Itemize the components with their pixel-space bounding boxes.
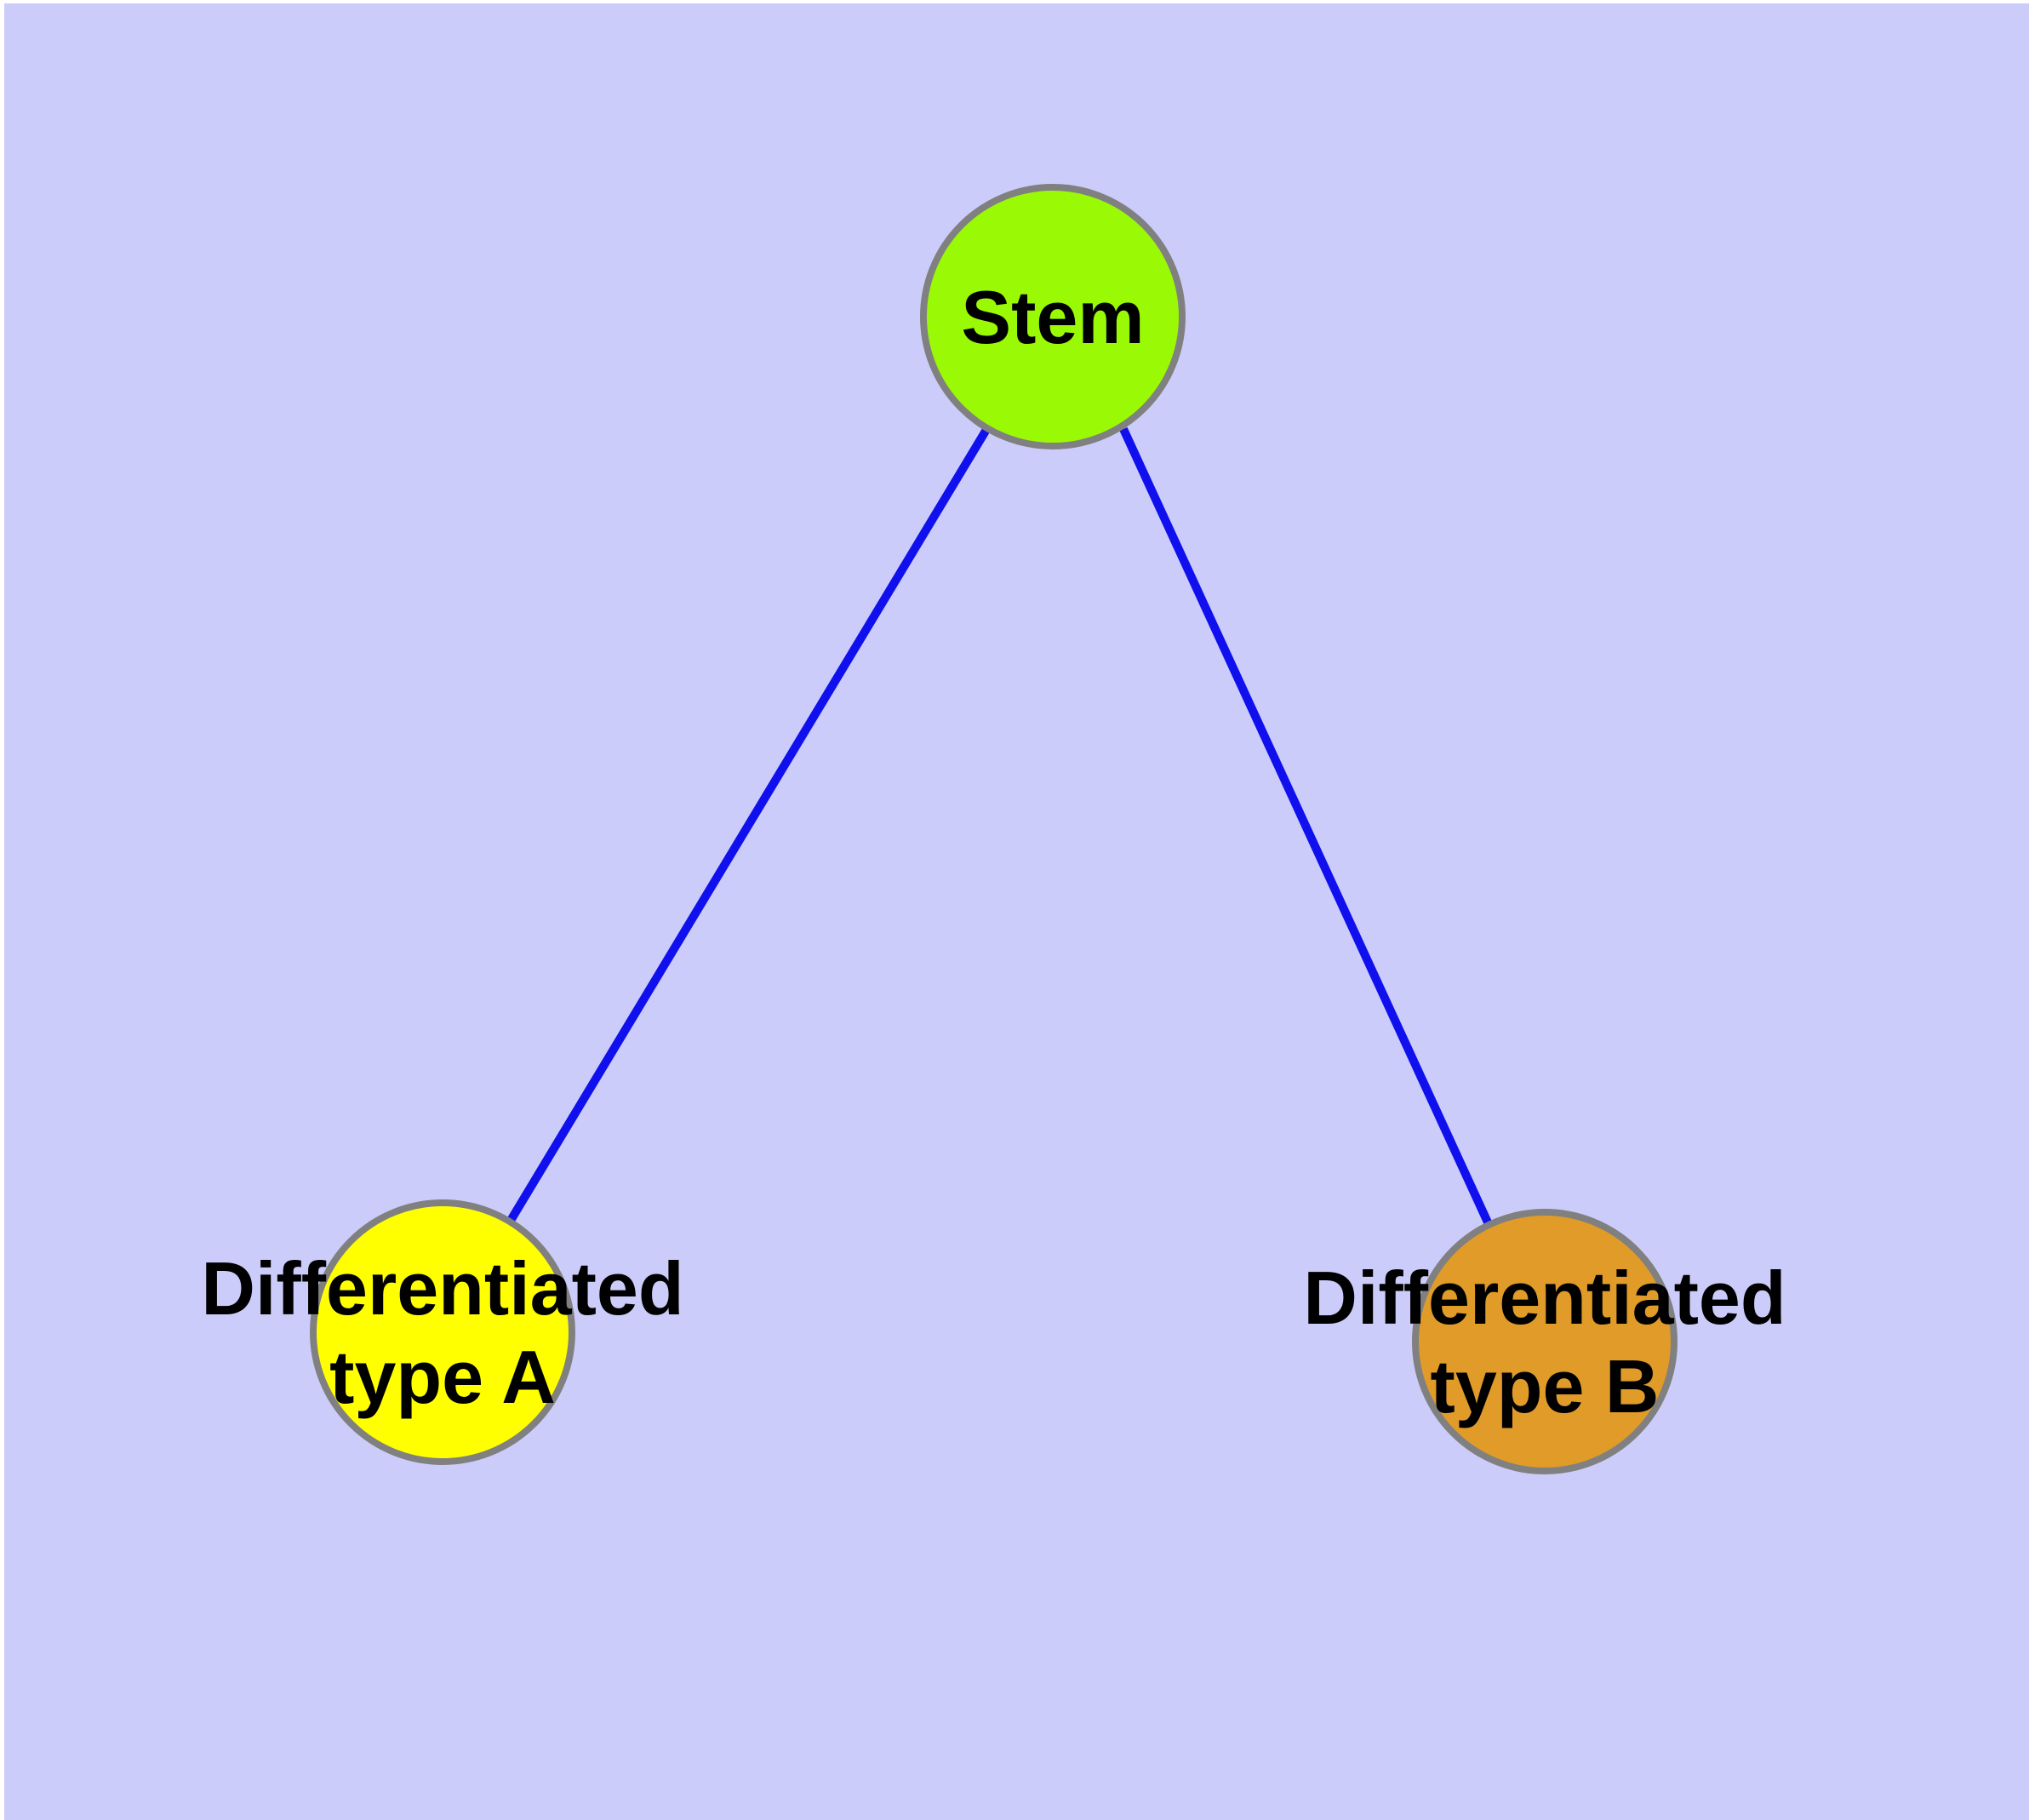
graph-node-diff_a[interactable] — [310, 1199, 575, 1465]
nodes-layer — [310, 184, 1677, 1474]
graph-node-stem[interactable] — [920, 184, 1186, 449]
graph-node-label-stem: Stem — [961, 275, 1144, 359]
edges-layer — [507, 426, 1493, 1227]
graph-edge-stem-diff_a[interactable] — [507, 426, 992, 1222]
graph-node-diff_b[interactable] — [1412, 1209, 1677, 1474]
label-line: type B — [1431, 1344, 1660, 1428]
label-line: type A — [329, 1335, 556, 1419]
graph-edge-stem-diff_b[interactable] — [1119, 426, 1493, 1227]
label-line: Stem — [961, 275, 1144, 359]
label-line: Differentiated — [201, 1246, 683, 1331]
label-line: Differentiated — [1303, 1256, 1786, 1340]
